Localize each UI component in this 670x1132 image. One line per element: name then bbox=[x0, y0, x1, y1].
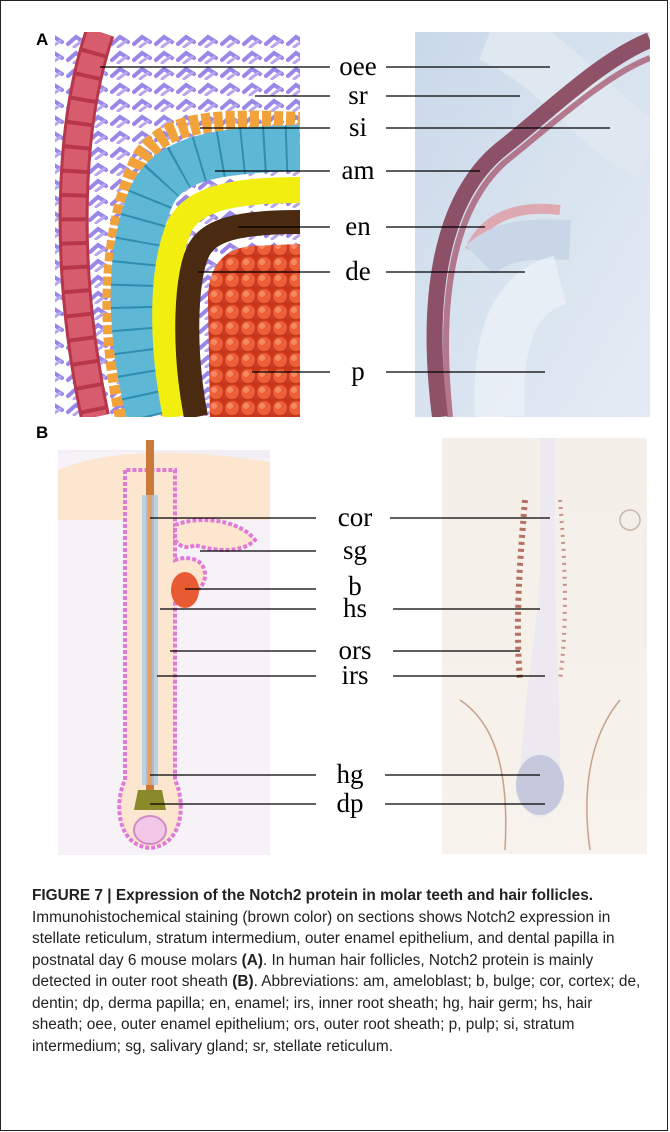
label-hg: hg bbox=[320, 761, 380, 788]
label-de: de bbox=[328, 258, 388, 285]
caption-ref-a: (A) bbox=[242, 952, 263, 969]
tooth-histology bbox=[415, 32, 650, 417]
label-sg: sg bbox=[325, 537, 385, 564]
label-oee: oee bbox=[328, 53, 388, 80]
hair-histology bbox=[442, 438, 647, 854]
caption-title: FIGURE 7 | Expression of the Notch2 prot… bbox=[32, 887, 593, 904]
label-irs: irs bbox=[325, 662, 385, 689]
panel-letter-a: A bbox=[36, 30, 48, 50]
tooth-illustration bbox=[55, 32, 300, 417]
figure-caption: FIGURE 7 | Expression of the Notch2 prot… bbox=[32, 885, 647, 1057]
label-en: en bbox=[328, 213, 388, 240]
label-si: si bbox=[328, 114, 388, 141]
label-cor: cor bbox=[325, 504, 385, 531]
label-hs: hs bbox=[325, 595, 385, 622]
label-am: am bbox=[328, 157, 388, 184]
pulp-region bbox=[208, 244, 300, 417]
label-sr: sr bbox=[328, 82, 388, 109]
panel-letter-b: B bbox=[36, 423, 48, 443]
label-p: p bbox=[328, 358, 388, 385]
hair-follicle-illustration bbox=[58, 440, 270, 855]
label-dp: dp bbox=[320, 790, 380, 817]
caption-ref-b: (B) bbox=[232, 973, 253, 990]
